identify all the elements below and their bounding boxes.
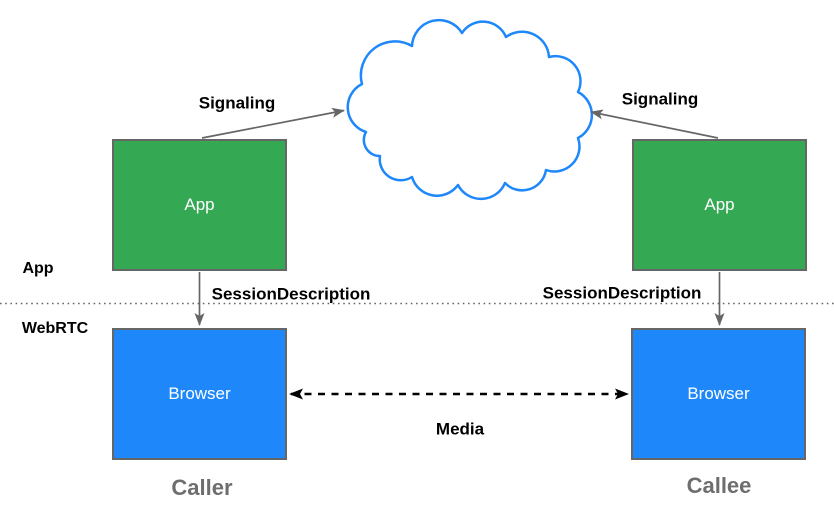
signaling-arrow-left	[201, 107, 345, 139]
session-description-label-right: SessionDescription	[542, 283, 702, 303]
cloud-shape	[346, 18, 594, 201]
signaling-label-right: Signaling	[621, 89, 699, 109]
app-layer-label: App	[22, 260, 54, 277]
caller-caption: Caller	[171, 475, 233, 500]
caller-app-box: App	[112, 139, 287, 271]
callee-app-box-label: App	[704, 195, 735, 214]
media-label: Media	[435, 419, 485, 439]
signaling-arrow-right	[590, 109, 719, 139]
caller-browser-box: Browser	[112, 328, 287, 460]
callee-caption: Callee	[686, 473, 752, 498]
session-description-label-left: SessionDescription	[211, 284, 371, 304]
caller-browser-box-label: Browser	[168, 384, 231, 403]
caller-app-box-label: App	[184, 195, 215, 214]
signaling-label-left: Signaling	[198, 93, 276, 113]
callee-browser-box: Browser	[631, 328, 806, 460]
callee-browser-box-label: Browser	[687, 384, 750, 403]
webrtc-layer-label: WebRTC	[21, 320, 89, 337]
callee-app-box: App	[632, 139, 807, 271]
